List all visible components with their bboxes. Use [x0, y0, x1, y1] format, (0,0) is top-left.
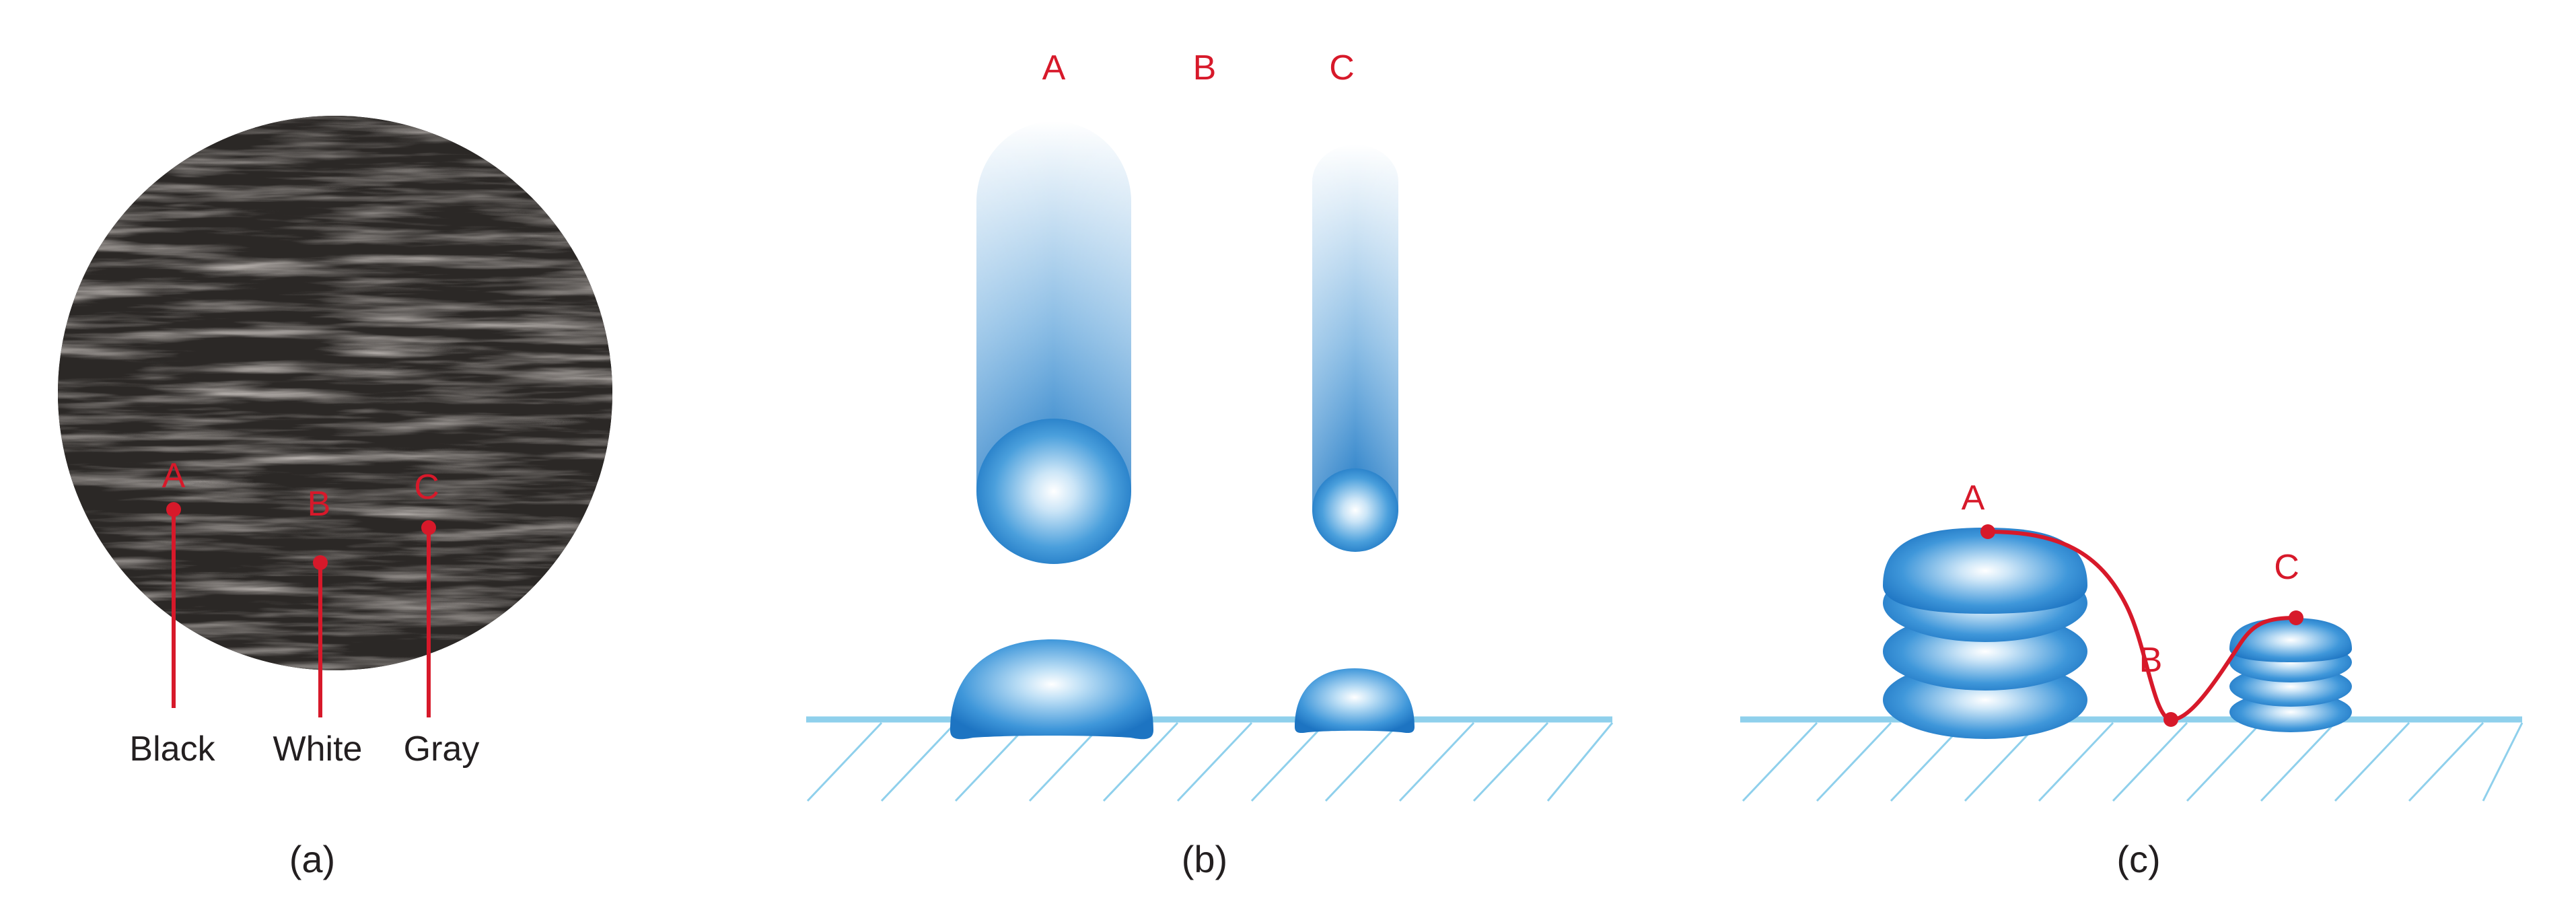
- spread-droplet-c: [1295, 668, 1415, 734]
- falling-droplet-c: [1312, 145, 1398, 552]
- panel-c: A B C (c): [1740, 479, 2524, 880]
- stacked-deposit-c: [2229, 618, 2352, 732]
- falling-droplet-a: [976, 121, 1131, 564]
- point-a-marker: A: [162, 456, 186, 708]
- surface-hatching-b: [806, 721, 1614, 802]
- point-b-marker: B: [308, 485, 331, 717]
- surface-hatching-c: [1742, 721, 2524, 802]
- point-b-label: B: [308, 485, 331, 524]
- label-c-a: A: [1962, 479, 1985, 518]
- phase-gray-label: Gray: [404, 730, 480, 769]
- panel-b: A B C: [806, 48, 1614, 880]
- point-c-label: C: [414, 468, 439, 507]
- profile-point-a: [1980, 524, 1995, 539]
- surface-profile-curve: [1987, 530, 2297, 721]
- label-b-c: C: [1329, 48, 1355, 87]
- wood-sample-disc: [58, 116, 612, 670]
- phase-black-label: Black: [129, 730, 215, 769]
- label-b-b: B: [1193, 48, 1217, 87]
- point-a-label: A: [162, 456, 186, 495]
- phase-white-label: White: [273, 730, 363, 769]
- caption-c: (c): [2116, 838, 2160, 880]
- label-c-c: C: [2274, 548, 2299, 587]
- spread-droplet-a: [950, 639, 1153, 740]
- caption-b: (b): [1182, 838, 1227, 880]
- label-c-b: B: [2139, 641, 2163, 680]
- panel-a: A B C Black White Gray (a): [58, 116, 612, 880]
- profile-point-b: [2163, 712, 2178, 727]
- label-b-a: A: [1042, 48, 1066, 87]
- stacked-deposit-a: [1883, 528, 2087, 739]
- caption-a: (a): [289, 838, 335, 880]
- point-c-marker: C: [414, 468, 439, 717]
- profile-point-c: [2289, 610, 2303, 625]
